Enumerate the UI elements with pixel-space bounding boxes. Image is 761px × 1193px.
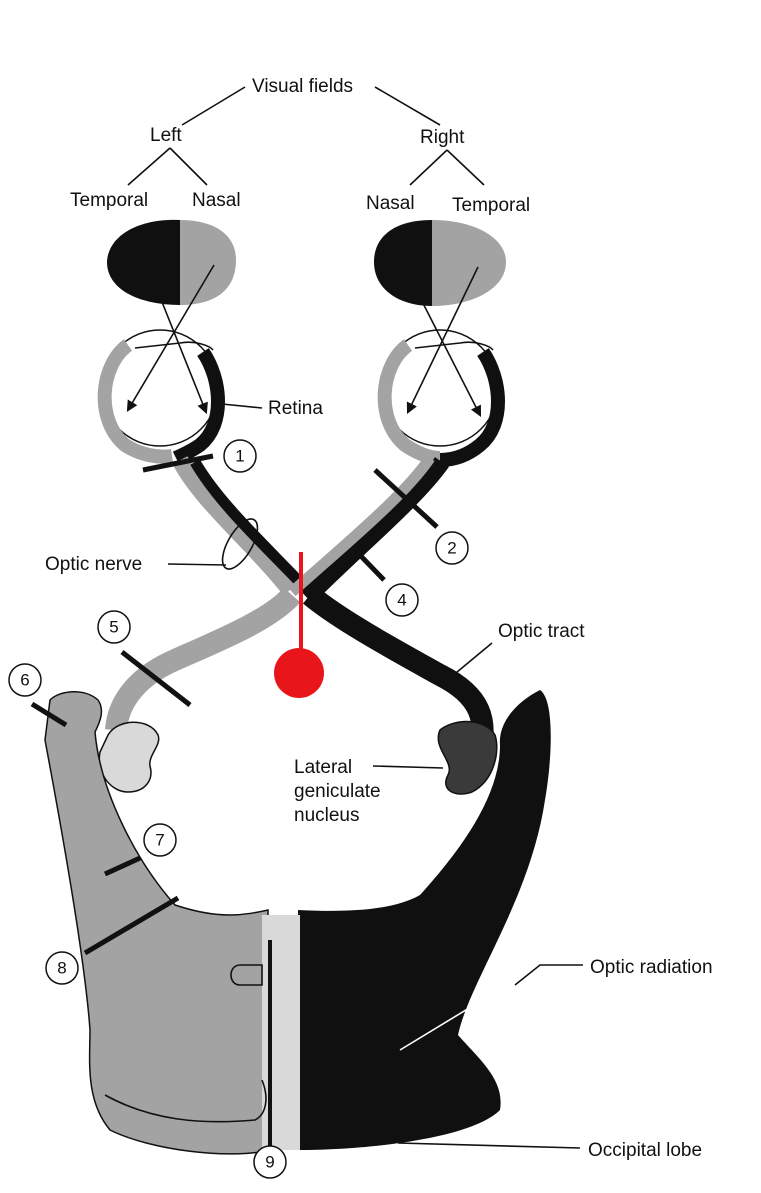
left-eye: [97, 329, 225, 465]
lesion-marker-1: 1: [223, 439, 257, 473]
svg-text:5: 5: [109, 618, 118, 637]
right-optic-radiation-and-occipital-lobe: [298, 690, 551, 1150]
retina-label: Retina: [268, 398, 323, 419]
lesion-marker-2: 2: [435, 531, 469, 565]
lesion-cuts: [30, 453, 439, 1150]
svg-text:1: 1: [235, 447, 244, 466]
lesion-marker-5: 5: [97, 610, 131, 644]
left-temporal-label: Temporal: [70, 190, 148, 211]
right-optic-nerve: [288, 454, 449, 602]
tree-line-right: [374, 86, 441, 126]
lesion-marker-4: 4: [385, 583, 419, 617]
right-nasal-label: Nasal: [366, 193, 415, 214]
occipital-lobe-label: Occipital lobe: [588, 1140, 702, 1161]
lesion-marker-7: 7: [143, 823, 177, 857]
tree-line-left: [181, 86, 246, 126]
left-visual-field: [107, 219, 236, 305]
lesion-marker-6: 6: [8, 663, 42, 697]
retina-leader: [221, 403, 263, 409]
svg-text:8: 8: [57, 959, 66, 978]
optic-radiation-label: Optic radiation: [590, 957, 713, 978]
optic-radiation-leader: [514, 964, 583, 986]
chiasm-lesion-dot: [274, 648, 324, 698]
left-lateral-geniculate-nucleus: [98, 721, 160, 793]
right-lateral-geniculate-nucleus: [437, 720, 498, 795]
optic-nerve-label: Optic nerve: [45, 554, 142, 575]
svg-text:9: 9: [265, 1153, 274, 1172]
right-field-label: Right: [420, 127, 465, 148]
calcarine-detail: [230, 964, 263, 986]
optic-tract-leader: [444, 642, 493, 683]
svg-text:6: 6: [20, 671, 29, 690]
optic-nerve-leader: [167, 563, 227, 566]
field-projection-arrows: [126, 261, 482, 417]
left-lobe-contour: [104, 1079, 267, 1123]
left-optic-nerve: [172, 455, 317, 599]
lgn-label-line2: geniculate: [294, 781, 381, 802]
optic-nerve-ring: [221, 518, 259, 570]
lesion-marker-8: 8: [45, 951, 79, 985]
tree-line-right-branches: [409, 149, 485, 186]
right-visual-field: [374, 220, 506, 306]
visual-fields-title: Visual fields: [252, 76, 353, 97]
occipital-lobe-leader: [397, 1142, 581, 1149]
right-eye: [377, 329, 505, 467]
midline-cortex: [262, 915, 300, 1150]
optic-tract-label: Optic tract: [498, 621, 585, 642]
svg-text:4: 4: [397, 591, 406, 610]
svg-text:2: 2: [447, 539, 456, 558]
left-nasal-label: Nasal: [192, 190, 241, 211]
lgn-label-line1: Lateral: [294, 757, 352, 778]
left-optic-radiation-and-occipital-lobe: [44, 691, 271, 1155]
svg-text:7: 7: [155, 831, 164, 850]
lesion-marker-9: 9: [253, 1145, 287, 1179]
right-temporal-label: Temporal: [452, 195, 530, 216]
lgn-label-line3: nucleus: [294, 805, 360, 826]
lgn-leader: [372, 765, 444, 769]
tree-line-left-branches: [127, 147, 208, 186]
left-field-label: Left: [150, 125, 182, 146]
